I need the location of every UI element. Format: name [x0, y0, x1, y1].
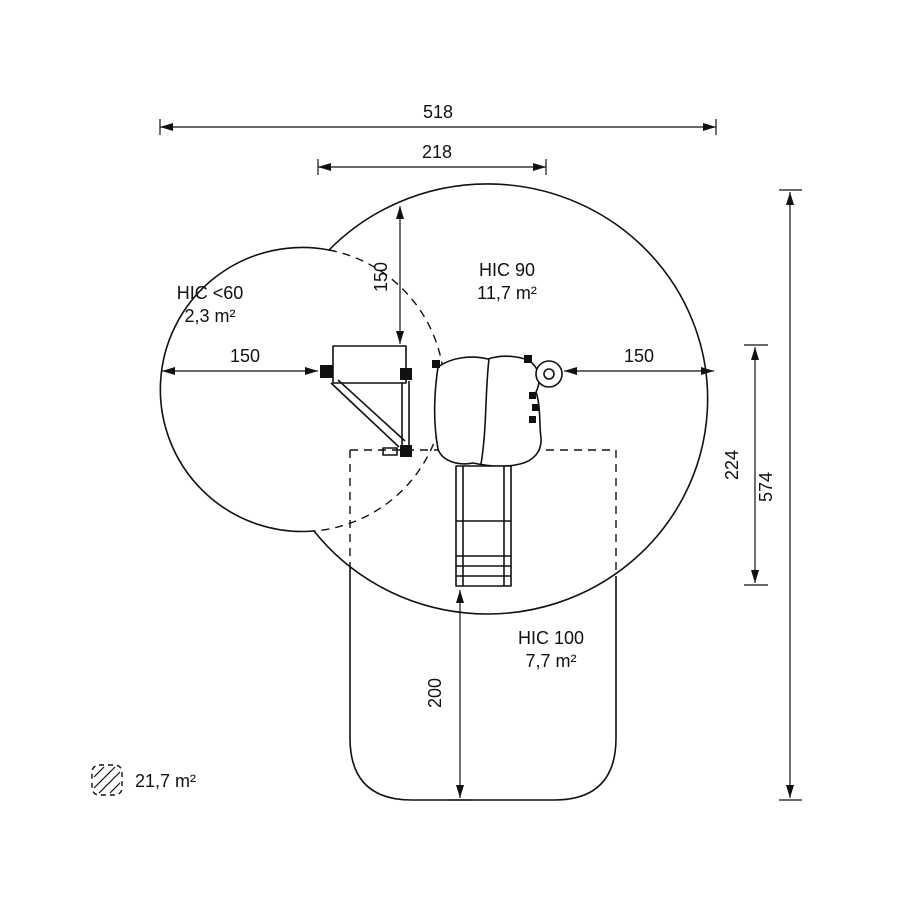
dim-total-height-label: 574: [756, 472, 776, 502]
dim-total-width-label: 518: [423, 102, 453, 122]
hic100-zone-label: HIC 100: [518, 628, 584, 648]
hic100-zone-solid-boundary: [349, 566, 617, 801]
dim-left-width-label: 150: [230, 346, 260, 366]
dimension-lines: [159, 119, 802, 801]
total-area-hatch-icon: [91, 764, 123, 796]
steering-wheel-hub: [543, 368, 555, 380]
legend: 21,7 m²: [91, 764, 196, 796]
ramp-line: [337, 379, 406, 442]
dim-lower-height-label: 200: [425, 678, 445, 708]
handle: [382, 447, 398, 456]
slide-body: [455, 465, 512, 587]
side-platform: [332, 345, 407, 384]
hatch-line: [93, 766, 105, 778]
equipment: [320, 345, 563, 587]
total-area-label: 21,7 m²: [135, 771, 196, 791]
post: [400, 445, 412, 457]
hatch-pattern: [93, 766, 121, 794]
climbing-hold: [529, 392, 536, 399]
steering-wheel: [535, 360, 563, 388]
climbing-hold: [532, 404, 539, 411]
hatch-line: [109, 782, 121, 794]
hic90-zone-label: HIC 90: [479, 260, 535, 280]
dim-inner-width-label: 218: [422, 142, 452, 162]
labels: 518 218 150 150 150 224 574 200 HIC <60 …: [177, 102, 776, 708]
dim-upper-height-label: 150: [371, 262, 391, 292]
hic90-zone-area: 11,7 m²: [477, 283, 537, 303]
post: [432, 360, 440, 368]
hatch-line: [98, 771, 121, 794]
ramp-line: [330, 382, 400, 448]
post: [320, 365, 333, 378]
dim-inner-height-label: 224: [722, 450, 742, 480]
platform-seam: [480, 358, 490, 465]
hic60-zone-label: HIC <60: [177, 283, 244, 303]
main-safety-zone-outline: [159, 183, 709, 615]
main-platform: [433, 355, 542, 468]
hic100-zone-area: 7,7 m²: [525, 651, 576, 671]
dim-right-width-label: 150: [624, 346, 654, 366]
hic60-zone-area: 2,3 m²: [184, 306, 235, 326]
post: [400, 368, 412, 380]
post: [524, 355, 532, 363]
climbing-hold: [529, 416, 536, 423]
hatch-line: [93, 766, 116, 789]
